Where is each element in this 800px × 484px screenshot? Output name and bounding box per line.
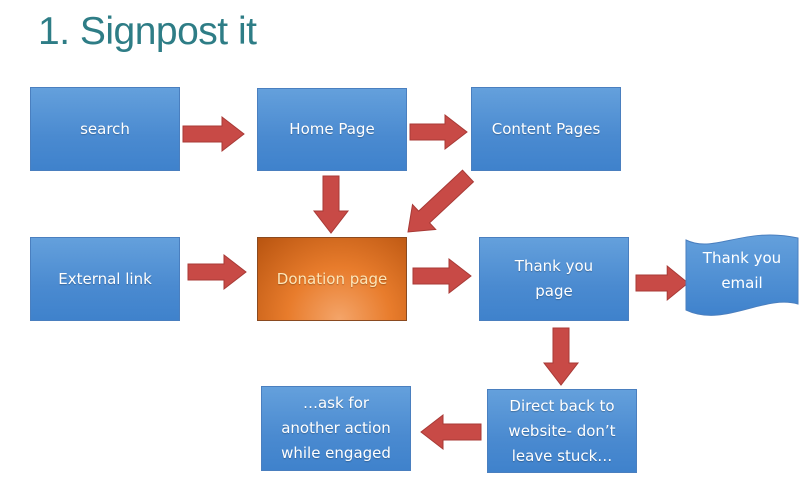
- node-thank-you-page: Thank you page: [479, 237, 629, 321]
- slide-title: 1. Signpost it: [38, 10, 257, 53]
- arrow-donation-to-thankyou: [412, 257, 472, 295]
- arrow-home-to-content: [409, 113, 468, 151]
- node-direct-back: Direct back to website- don’t leave stuc…: [487, 389, 637, 473]
- thank-you-email-label: Thank you email: [702, 249, 782, 292]
- node-external-link: External link: [30, 237, 180, 321]
- arrow-directback-to-ask: [420, 413, 482, 451]
- node-ask-another-action: …ask for another action while engaged: [261, 386, 411, 471]
- node-thank-you-email: Thank you email: [684, 232, 800, 318]
- arrow-home-to-donation: [312, 175, 350, 234]
- arrow-search-to-home: [182, 115, 245, 153]
- arrow-thankyou-to-email: [635, 264, 689, 302]
- node-search: search: [30, 87, 180, 171]
- node-content-pages: Content Pages: [471, 87, 621, 171]
- node-home-page: Home Page: [257, 88, 407, 171]
- document-shape: [685, 234, 799, 316]
- arrow-content-to-donation: [407, 169, 475, 233]
- arrow-thankyou-to-directback: [542, 327, 580, 386]
- arrow-external-to-donation: [187, 253, 247, 291]
- node-donation-page: Donation page: [257, 237, 407, 321]
